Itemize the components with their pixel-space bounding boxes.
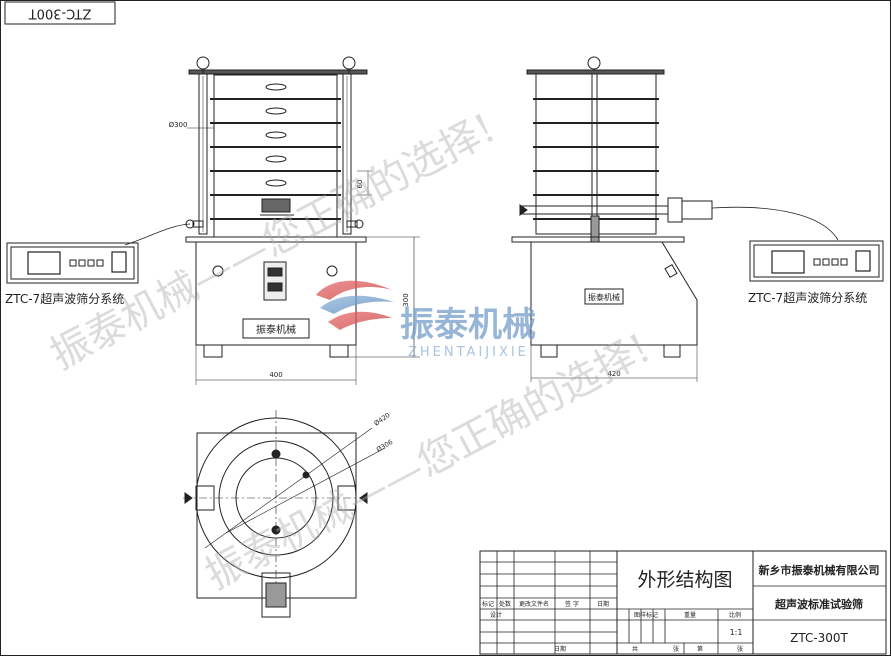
tb-page: 第 <box>697 645 703 653</box>
tb-design: 设计 <box>490 611 502 619</box>
tb-approve-date: 日期 <box>554 645 566 653</box>
adjust-knob-icon <box>212 265 224 277</box>
adjust-knob-icon <box>326 265 338 277</box>
top-view <box>183 410 386 618</box>
tb-scale-label: 比例 <box>729 611 741 619</box>
watermark-brand-cn: 振泰机械 <box>400 305 536 345</box>
front-height-label: 300 <box>402 293 410 306</box>
transducer-icon <box>261 198 291 213</box>
right-controller-switch-icon <box>855 250 871 272</box>
front-nameplate-frame <box>242 318 310 339</box>
left-controller-label: ZTC-7超声波筛分系统 <box>5 291 124 306</box>
drawing-title: 外形结构图 <box>637 569 732 591</box>
product-name: 超声波标准试验筛 <box>774 597 863 611</box>
company-name: 新乡市振泰机械有限公司 <box>759 563 880 577</box>
side-arrow-icon <box>519 204 528 216</box>
scale-value: 1:1 <box>730 628 743 637</box>
left-controller-display-icon <box>27 251 61 275</box>
corner-code-text: ZTC-300T <box>29 6 92 21</box>
side-view <box>511 56 839 382</box>
watermark-logo <box>316 280 394 330</box>
tb-total: 共 <box>632 645 638 653</box>
tb-sheet: 张 <box>673 645 679 653</box>
side-nameplate-frame <box>584 288 624 305</box>
front-width-label: 400 <box>269 371 282 379</box>
right-controller-label: ZTC-7超声波筛分系统 <box>748 290 867 305</box>
title-block-headers: 标记 处数 更改文件名 签 字 日期 设计 图样标记 重量 比例 共 张 第 张… <box>482 600 743 653</box>
tb-sheet2: 张 <box>737 645 743 653</box>
side-transducer-icon <box>681 200 713 220</box>
clamp-knob-icon <box>354 219 364 229</box>
corner-code-box: ZTC-300T <box>4 1 116 25</box>
tb-date: 日期 <box>597 600 609 608</box>
tb-signature: 签 字 <box>565 600 579 608</box>
right-controller-display-icon <box>771 250 805 274</box>
side-width-label: 420 <box>607 370 620 378</box>
tb-stage-mark: 图样标记 <box>634 611 658 619</box>
tb-change-doc: 更改文件名 <box>519 600 549 608</box>
logo-swoosh-red-icon <box>316 280 392 300</box>
front-nameplate: 振泰机械 <box>256 323 296 336</box>
tb-count: 处数 <box>499 600 511 608</box>
watermark-brand-en: ZHENTAIJIXIE <box>408 345 529 360</box>
front-view <box>124 56 420 385</box>
side-eye-bolt-icon <box>587 56 601 70</box>
logo-swoosh-blue-icon <box>320 295 394 314</box>
front-pitch-label: 60 <box>356 180 364 189</box>
tb-mark: 标记 <box>482 600 494 608</box>
left-controller <box>6 242 139 284</box>
right-controller <box>749 240 884 282</box>
side-nameplate: 振泰机械 <box>588 292 620 302</box>
tb-weight: 重量 <box>684 611 696 619</box>
model-code: ZTC-300T <box>790 631 848 645</box>
left-controller-switch-icon <box>111 251 127 273</box>
title-block <box>479 550 887 655</box>
front-diameter-label: Ø300 <box>169 121 188 129</box>
